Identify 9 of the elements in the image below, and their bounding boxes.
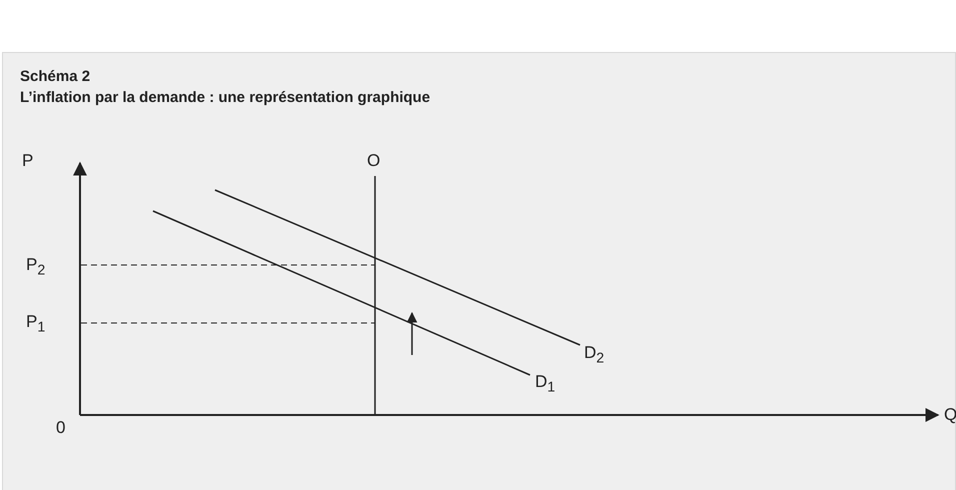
curve-label: D$_{1}$	[535, 372, 556, 398]
axis-label: P$_{2}$	[26, 255, 46, 280]
axis-label: P$_{1}$	[26, 312, 46, 338]
curve-label: O	[367, 151, 380, 171]
curve-label: D$_{2}$	[584, 343, 604, 368]
axis-label: P	[22, 151, 34, 171]
diagram-caption: L’inflation par la demande : une représentation graphique	[20, 89, 430, 106]
axis-label: 0	[56, 418, 66, 438]
diagram-title: Schéma 2	[20, 68, 90, 85]
